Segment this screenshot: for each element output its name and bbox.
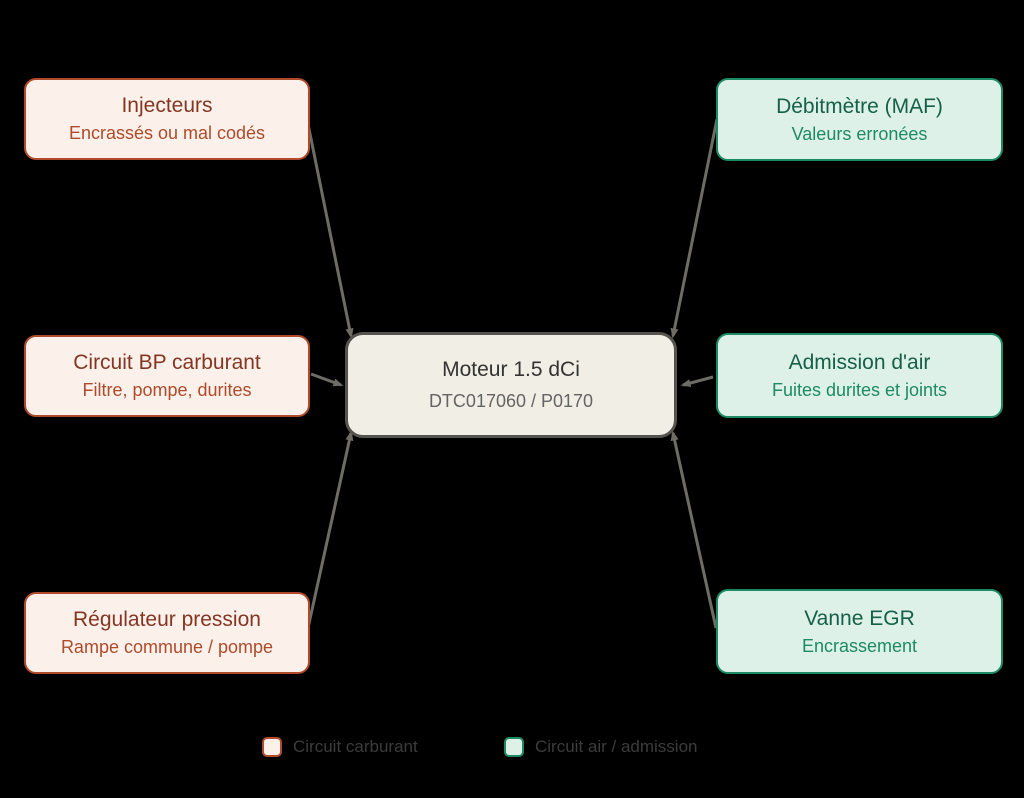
center-node-moteur: Moteur 1.5 dCi DTC017060 / P0170 — [345, 332, 677, 438]
cause-subtitle: Rampe commune / pompe — [60, 637, 274, 658]
legend-item-air: Circuit air / admission — [504, 737, 698, 757]
edge-circuit-bp-to-center — [310, 372, 344, 387]
cause-title: Régulateur pression — [73, 608, 261, 632]
edge-admission-to-center — [680, 375, 714, 387]
cause-subtitle: Encrassement — [801, 635, 918, 656]
legend-label-fuel: Circuit carburant — [293, 737, 418, 756]
cause-subtitle: Filtre, pompe, durites — [82, 380, 252, 401]
cause-subtitle: Fuites durites et joints — [771, 379, 948, 400]
legend-item-fuel: Circuit carburant — [262, 737, 418, 757]
edge-injecteurs-to-center — [305, 118, 354, 339]
cause-title: Vanne EGR — [804, 606, 915, 630]
cause-subtitle: Encrassés ou mal codés — [68, 123, 266, 144]
legend-swatch-air — [504, 737, 524, 757]
legend-swatch-fuel — [262, 737, 282, 757]
legend-label-air: Circuit air / admission — [535, 737, 698, 756]
cause-title: Admission d'air — [788, 350, 931, 374]
cause-title: Circuit BP carburant — [73, 351, 261, 375]
edge-debitmetre-to-center — [670, 118, 719, 339]
cause-box-debitmetre: Débitmètre (MAF) Valeurs erronées — [716, 78, 1003, 161]
cause-title: Débitmètre (MAF) — [776, 94, 943, 118]
edge-regulateur-to-center — [306, 430, 354, 629]
cause-box-injecteurs: Injecteurs Encrassés ou mal codés — [24, 78, 310, 160]
cause-box-admission: Admission d'air Fuites durites et joints — [716, 333, 1003, 418]
center-node-title: Moteur 1.5 dCi — [442, 358, 580, 382]
center-node-subtitle: DTC017060 / P0170 — [428, 391, 594, 412]
cause-box-vanne-egr: Vanne EGR Encrassement — [716, 589, 1003, 674]
edge-vanne-egr-to-center — [670, 430, 718, 629]
cause-title: Injecteurs — [121, 94, 213, 118]
cause-box-regulateur: Régulateur pression Rampe commune / pomp… — [24, 592, 310, 674]
cause-box-circuit-bp: Circuit BP carburant Filtre, pompe, duri… — [24, 335, 310, 417]
cause-subtitle: Valeurs erronées — [791, 123, 928, 144]
